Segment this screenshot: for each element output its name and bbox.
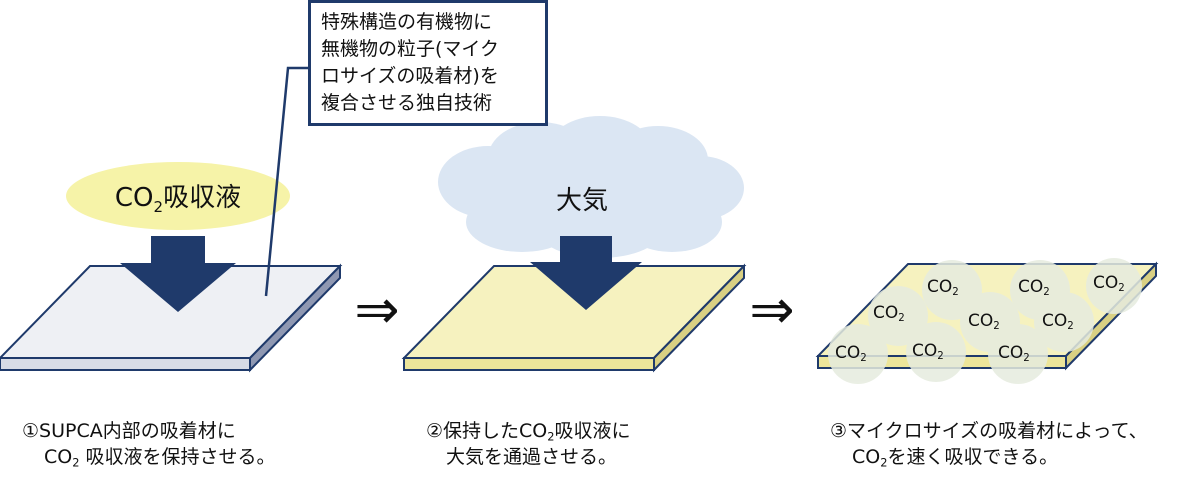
- step1-caption: ①SUPCA内部の吸着材に CO2 吸収液を保持させる。: [22, 418, 276, 470]
- step1-caption-line1: ①SUPCA内部の吸着材に: [22, 420, 236, 442]
- step1-plate: [0, 263, 343, 373]
- absorbent-liquid-ellipse: [66, 162, 290, 230]
- step3-caption: ③マイクロサイズの吸着材によって、 CO2を速く吸収できる。: [830, 418, 1148, 470]
- step2-down-arrow: [530, 236, 642, 310]
- step1-caption-line2: CO2 吸収液を保持させる。: [44, 446, 276, 470]
- callout-line: 特殊構造の有機物に: [321, 11, 493, 33]
- callout-leader-line: [264, 66, 308, 297]
- transition-arrow-1: ⇒: [354, 278, 399, 341]
- callout-line: 複合させる独自技術: [321, 92, 493, 114]
- co2-label: CO2: [968, 311, 1000, 333]
- co2-label: CO2: [998, 343, 1030, 365]
- transition-arrow-2: ⇒: [749, 278, 794, 341]
- step3-caption-line1: ③マイクロサイズの吸着材によって、: [830, 420, 1148, 442]
- co2-label: CO2: [927, 277, 959, 299]
- co2-label: CO2: [1093, 273, 1125, 295]
- step2-caption: ②保持したCO2吸収液に 大気を通過させる。: [426, 418, 631, 470]
- step2-plate: [401, 263, 747, 373]
- co2-label: CO2: [1018, 277, 1050, 299]
- step3-caption-line2: CO2を速く吸収できる。: [852, 446, 1059, 470]
- co2-label: CO2: [912, 341, 944, 363]
- callout-line: 無機物の粒子(マイク: [321, 38, 500, 60]
- co2-label: CO2: [873, 303, 905, 325]
- step1-label: CO2吸収液: [115, 183, 241, 216]
- co2-label: CO2: [1042, 311, 1074, 333]
- co2-label: CO2: [835, 343, 867, 365]
- technology-callout: 特殊構造の有機物に 無機物の粒子(マイク ロサイズの吸着材)を 複合させる独自技…: [308, 0, 548, 126]
- step2-label: 大気: [556, 186, 608, 216]
- step1-down-arrow: [120, 236, 236, 312]
- step2-caption-line1: ②保持したCO2吸収液に: [426, 420, 631, 444]
- absorbent-particles: [828, 258, 1142, 384]
- callout-line: ロサイズの吸着材)を: [321, 65, 499, 87]
- step2-caption-line2: 大気を通過させる。: [446, 446, 618, 468]
